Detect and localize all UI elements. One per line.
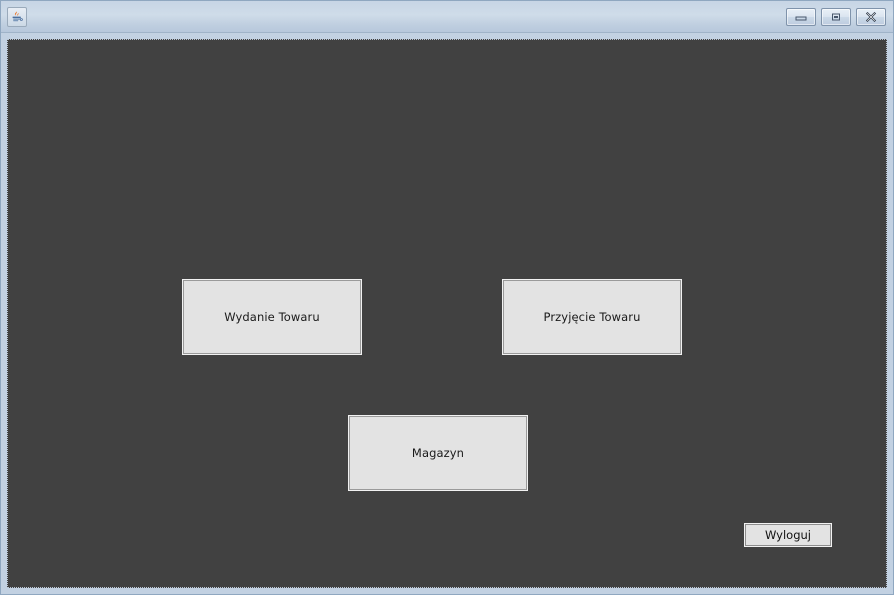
maximize-icon [829, 11, 843, 23]
close-icon [864, 11, 878, 23]
przyjecie-towaru-button[interactable]: Przyjęcie Towaru [502, 279, 682, 355]
magazyn-button[interactable]: Magazyn [348, 415, 528, 491]
close-button[interactable] [856, 7, 886, 26]
java-coffee-cup-icon[interactable] [7, 6, 27, 27]
maximize-button[interactable] [821, 7, 851, 26]
minimize-button[interactable] [786, 7, 816, 26]
wydanie-towaru-button[interactable]: Wydanie Towaru [182, 279, 362, 355]
logout-button[interactable]: Wyloguj [744, 523, 832, 547]
title-bar[interactable] [1, 1, 893, 33]
minimize-icon [793, 12, 809, 22]
window-controls [786, 7, 886, 26]
main-panel: Wydanie Towaru Przyjęcie Towaru Magazyn … [7, 39, 887, 588]
content-wrapper: Wydanie Towaru Przyjęcie Towaru Magazyn … [1, 33, 893, 594]
